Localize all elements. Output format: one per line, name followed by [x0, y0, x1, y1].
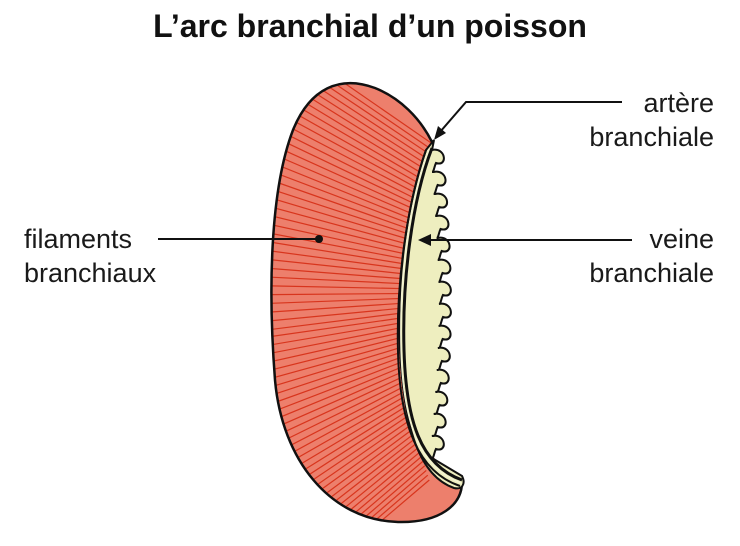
- gill-arch: [398, 139, 465, 490]
- label-filaments-line1: filaments: [24, 224, 133, 254]
- filament-line: [271, 312, 406, 337]
- filament-line: [271, 168, 417, 232]
- filament-line: [308, 83, 442, 151]
- filament-line: [271, 177, 416, 237]
- filament-line: [350, 479, 430, 523]
- label-artere-line1: artère: [643, 88, 714, 118]
- branchial-vein-vessel: [396, 149, 461, 487]
- filament-line: [339, 469, 427, 523]
- filament-line: [271, 359, 407, 426]
- filament-line: [271, 234, 411, 266]
- label-veine-line1: veine: [649, 224, 714, 254]
- filament-line: [271, 364, 407, 434]
- filament-line: [271, 253, 409, 275]
- label-artere-line2: branchiale: [589, 122, 714, 152]
- vein-arrowhead: [418, 234, 431, 246]
- label-artere-branchiale: artère branchiale: [589, 86, 714, 154]
- filament-line: [271, 263, 409, 280]
- filament-line: [271, 292, 407, 296]
- filament-line: [271, 186, 415, 242]
- filament-line: [271, 345, 406, 400]
- label-filaments-branchiaux: filaments branchiaux: [24, 222, 156, 290]
- diagram-title: L’arc branchial d’un poisson: [153, 8, 587, 44]
- filament-line: [271, 302, 406, 316]
- filament-line: [271, 350, 406, 409]
- artery-arrowhead: [434, 126, 446, 140]
- filament-line: [271, 307, 406, 327]
- filament-line: [271, 195, 414, 247]
- filament-line: [271, 355, 406, 417]
- filament-line: [271, 316, 406, 345]
- filaments-leader-dot: [315, 235, 323, 243]
- filament-line: [345, 474, 429, 523]
- filament-line: [271, 274, 408, 285]
- filament-line: [271, 331, 406, 373]
- artery-leader-line: [439, 101, 622, 133]
- filament-line: [271, 335, 406, 382]
- filaments-outline: [270, 81, 464, 524]
- branchial-artery-vessel: [402, 147, 463, 482]
- label-veine-branchiale: veine branchiale: [589, 222, 714, 290]
- filament-line: [271, 243, 410, 271]
- filament-line: [334, 465, 426, 523]
- filament-line: [303, 83, 440, 156]
- filament-line: [323, 455, 423, 523]
- filament-line: [329, 460, 424, 523]
- filament-line: [298, 83, 438, 161]
- label-veine-line2: branchiale: [589, 258, 714, 288]
- filament-line: [271, 205, 413, 252]
- filament-line: [271, 284, 408, 290]
- filament-line: [271, 321, 406, 354]
- filament-line: [271, 159, 418, 228]
- filament-line: [271, 297, 407, 306]
- filament-line: [271, 340, 406, 391]
- label-filaments-line2: branchiaux: [24, 258, 157, 288]
- filament-line: [271, 326, 406, 363]
